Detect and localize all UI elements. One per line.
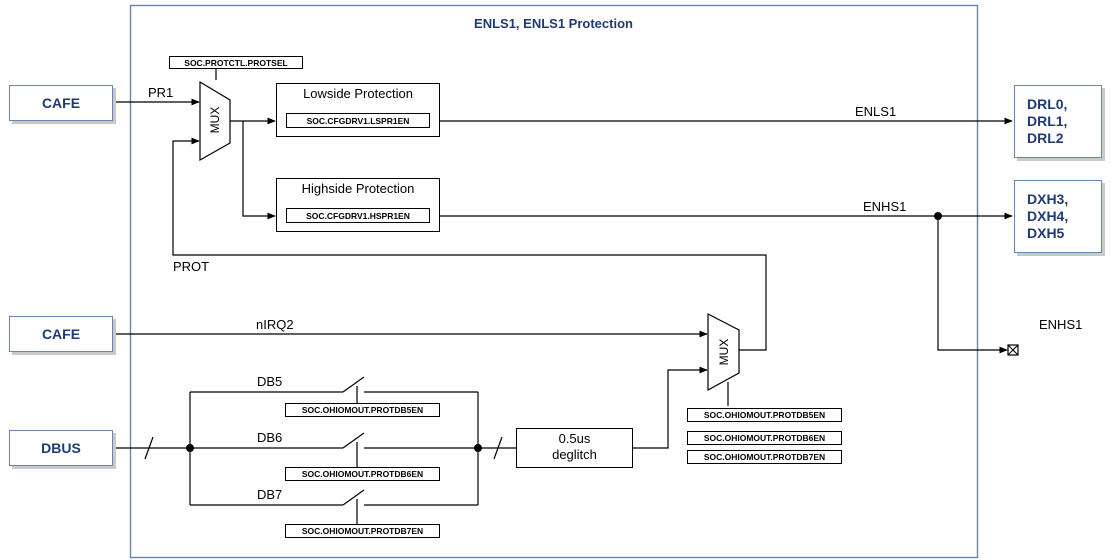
- mux1-select-register: SOC.PROTCTL.PROTSEL: [169, 56, 303, 69]
- signal-enls1: ENLS1: [855, 104, 897, 119]
- signal-enhs1: ENHS1: [863, 199, 907, 214]
- switch-db5-register: SOC.OHIOMOUT.PROTDB5EN: [285, 403, 440, 417]
- input-cafe-1: CAFE: [9, 85, 113, 121]
- highside-protection-block: Highside Protection SOC.CFGDRV1.HSPR1EN: [276, 178, 440, 232]
- mux2-label: MUX: [717, 338, 731, 366]
- lowside-protection-label: Lowside Protection: [303, 86, 413, 101]
- signal-db7: DB7: [257, 487, 283, 502]
- input-dbus: DBUS: [9, 430, 113, 466]
- junction-enhs1: [934, 212, 942, 220]
- wire-mux1-to-highside: [242, 121, 276, 220]
- output-dxh: DXH3, DXH4, DXH5: [1014, 180, 1102, 253]
- bus-slash-2: [493, 436, 503, 460]
- switch-db5: [342, 376, 365, 393]
- main-frame: [129, 4, 979, 559]
- input-cafe-1-label: CAFE: [41, 95, 81, 111]
- deglitch-block: 0.5us deglitch: [516, 428, 633, 468]
- mux1-shape: [199, 80, 231, 162]
- terminal-x-icon: [1007, 344, 1019, 356]
- switch-db6-register: SOC.OHIOMOUT.PROTDB6EN: [285, 467, 440, 481]
- diagram-title: ENLS1, ENLS1 Protection: [474, 16, 633, 31]
- output-drl: DRL0, DRL1, DRL2: [1014, 85, 1102, 158]
- signal-db6: DB6: [257, 430, 283, 445]
- output-dxh-4: DXH4,: [1027, 208, 1069, 224]
- bus-slash-1: [144, 436, 154, 460]
- wire-enhs1-branch: [937, 216, 1008, 354]
- output-dxh-3: DXH3,: [1027, 191, 1069, 207]
- wire-deglitch-to-mux2: [633, 366, 708, 449]
- deglitch-line2: deglitch: [552, 447, 597, 462]
- lowside-protection-block: Lowside Protection SOC.CFGDRV1.LSPR1EN: [276, 83, 440, 137]
- output-drl-0: DRL0,: [1027, 96, 1068, 112]
- switch-db6: [342, 432, 365, 449]
- switch-db7: [342, 489, 365, 506]
- input-dbus-label: DBUS: [41, 440, 81, 456]
- signal-db5: DB5: [257, 374, 283, 389]
- signal-prot: PROT: [173, 259, 210, 274]
- mux2-register-db7: SOC.OHIOMOUT.PROTDB7EN: [687, 450, 842, 464]
- lowside-register: SOC.CFGDRV1.LSPR1EN: [286, 113, 430, 128]
- output-dxh-5: DXH5: [1027, 225, 1065, 241]
- highside-register: SOC.CFGDRV1.HSPR1EN: [286, 208, 430, 223]
- deglitch-line1: 0.5us: [558, 431, 591, 446]
- output-drl-1: DRL1,: [1027, 113, 1068, 129]
- mux2-register-db5: SOC.OHIOMOUT.PROTDB5EN: [687, 408, 842, 422]
- mux2-shape: [707, 313, 740, 392]
- signal-pr1: PR1: [148, 85, 174, 100]
- switch-db7-register: SOC.OHIOMOUT.PROTDB7EN: [285, 524, 440, 538]
- junction-dbus-left: [186, 444, 194, 452]
- signal-nirq2: nIRQ2: [256, 317, 294, 332]
- signal-enhs1-out: ENHS1: [1039, 317, 1083, 332]
- highside-protection-label: Highside Protection: [301, 181, 415, 196]
- mux1-label: MUX: [208, 106, 222, 134]
- wire-prot: [172, 137, 767, 351]
- output-drl-2: DRL2: [1027, 130, 1064, 146]
- input-cafe-2-label: CAFE: [41, 326, 81, 342]
- input-cafe-2: CAFE: [9, 316, 113, 352]
- mux2-register-db6: SOC.OHIOMOUT.PROTDB6EN: [687, 431, 842, 445]
- junction-dbus-right: [474, 444, 482, 452]
